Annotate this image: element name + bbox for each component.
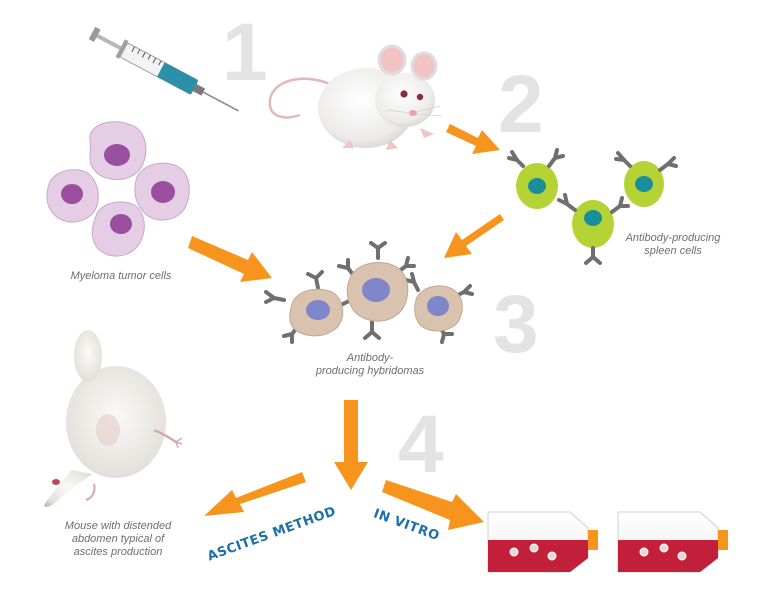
spleen-cell-icon: [572, 200, 614, 248]
syringe-icon: [88, 26, 239, 112]
hybridoma-cell-icon: [289, 288, 344, 337]
myeloma-cell-icon: [46, 169, 99, 223]
spleen-cell-icon: [624, 161, 664, 207]
spleen-cells-label: Antibody-producing spleen cells: [625, 232, 721, 257]
arrow-in-vitro: [382, 480, 484, 530]
arrow-mouse-to-spleen: [446, 124, 500, 154]
spleen-cell-icon: [516, 163, 558, 209]
spleen-cells: [507, 148, 678, 265]
culture-flask-icon: [487, 511, 598, 573]
myeloma-cell-icon: [134, 162, 190, 221]
arrow-spleen-to-hybridoma: [444, 214, 504, 258]
myeloma-label: Myeloma tumor cells: [70, 270, 172, 282]
arrows: [188, 124, 504, 530]
step-number-2: 2: [498, 59, 544, 150]
step-number-3: 3: [493, 279, 539, 370]
mouse-icon: [268, 44, 443, 150]
step-number-4: 4: [398, 399, 444, 490]
hybridoma-cell-icon: [414, 285, 463, 332]
hybridoma-antibodies: [264, 241, 474, 344]
hybridoma-cell-icon: [346, 262, 409, 322]
myeloma-cells: [46, 121, 190, 257]
myeloma-cell-icon: [91, 201, 145, 257]
myeloma-cell-icon: [89, 121, 147, 180]
ascites-mouse-label: Mouse with distended abdomen typical of …: [64, 520, 172, 558]
arrow-myeloma-to-hybridoma: [188, 236, 272, 282]
hybridomas-label: Antibody- producing hybridomas: [315, 352, 425, 377]
hybridomas: [264, 241, 474, 344]
arrow-ascites: [204, 472, 306, 516]
spleen-antibodies: [507, 148, 678, 265]
ascites-mouse-icon: [44, 330, 183, 507]
culture-flask-icon: [617, 511, 728, 573]
arrow-down: [334, 400, 368, 490]
step-number-1: 1: [222, 7, 268, 98]
